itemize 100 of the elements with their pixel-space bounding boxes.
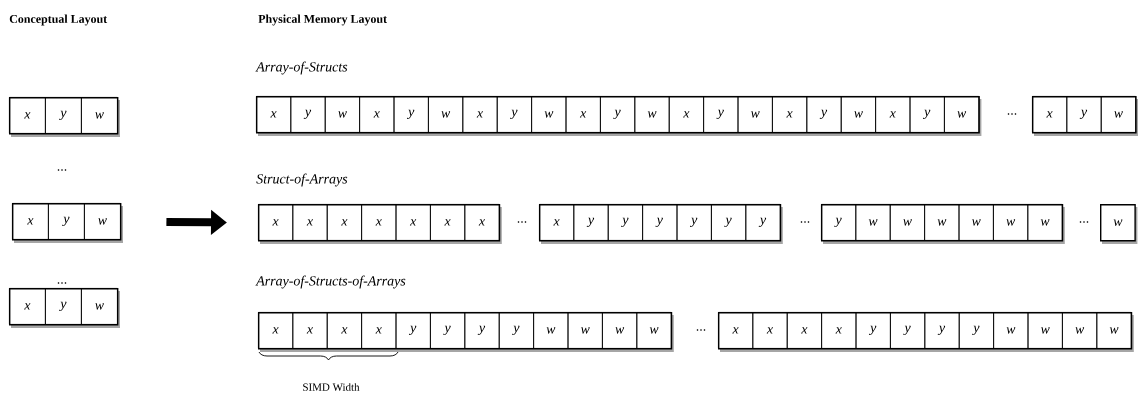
memory-cell: w [993, 312, 1029, 349]
ellipsis: ... [1007, 113, 1017, 115]
memory-cell: w [324, 96, 360, 133]
block-group [821, 204, 1065, 244]
memory-cell: w [1062, 312, 1098, 349]
ellipsis: ... [517, 221, 527, 223]
memory-cell: x [430, 204, 466, 241]
heading: Physical Memory Layout [258, 14, 387, 26]
block-group [12, 203, 123, 243]
memory-cell: w [567, 312, 603, 349]
memory-cell: w [924, 204, 960, 241]
memory-cell: x [9, 97, 46, 134]
ellipsis: ... [1079, 221, 1089, 223]
block-group [258, 312, 674, 352]
memory-cell: w [1100, 204, 1138, 244]
block-group [539, 204, 783, 244]
ellipsis: ... [800, 221, 810, 223]
memory-cell: y [855, 312, 891, 349]
memory-cell: y [806, 96, 842, 133]
memory-cell: y [745, 204, 781, 241]
memory-cell: y [821, 204, 857, 241]
row-title: Array-of-Structs [255, 61, 348, 75]
memory-cell: y [395, 312, 431, 349]
memory-cell: y [573, 204, 609, 241]
memory-cell: y [290, 96, 326, 133]
memory-cell: x [258, 204, 294, 241]
memory-cell: w [958, 204, 994, 241]
memory-cell: x [9, 288, 46, 325]
row-title: Array-of-Structs-of-Arrays [255, 275, 406, 289]
ellipsis: ... [57, 169, 67, 171]
memory-cell: w [944, 96, 980, 133]
memory-cell: y [45, 97, 82, 134]
memory-cell: w [428, 96, 464, 133]
memory-cell: y [703, 96, 739, 133]
memory-cell: x [786, 312, 822, 349]
block-group [1032, 96, 1138, 136]
memory-cell: x [292, 312, 328, 349]
memory-cell: w [1027, 312, 1063, 349]
memory-cell: w [1100, 96, 1136, 133]
memory-cell: y [909, 96, 945, 133]
memory-cell: w [84, 203, 121, 240]
memory-cell: x [821, 312, 857, 349]
memory-cell: w [889, 204, 925, 241]
memory-cell: x [718, 312, 754, 349]
memory-cell: w [993, 204, 1029, 241]
memory-cell: w [81, 288, 118, 325]
memory-cell: x [668, 96, 704, 133]
memory-cell: y [958, 312, 994, 349]
memory-cell: w [531, 96, 567, 133]
memory-cell: y [676, 204, 712, 241]
memory-cell: x [464, 204, 500, 241]
memory-cell: x [462, 96, 498, 133]
memory-cell: x [395, 204, 431, 241]
memory-cell: y [464, 312, 500, 349]
memory-cell: x [256, 96, 292, 133]
memory-cell: w [1096, 312, 1132, 349]
memory-cell: x [361, 204, 397, 241]
memory-cell: x [326, 312, 362, 349]
memory-cell: x [539, 204, 575, 241]
memory-cell: y [711, 204, 747, 241]
memory-cell: w [81, 97, 118, 134]
memory-cell: x [292, 204, 328, 241]
memory-cell: w [533, 312, 569, 349]
memory-cell: x [875, 96, 911, 133]
memory-cell: x [1032, 96, 1068, 133]
memory-cell: x [361, 312, 397, 349]
heading: Conceptual Layout [9, 14, 108, 26]
memory-cell: y [642, 204, 678, 241]
memory-cell: w [737, 96, 773, 133]
memory-cell: w [634, 96, 670, 133]
block-group [9, 288, 120, 328]
memory-cell: y [45, 288, 82, 325]
memory-cell: y [496, 96, 532, 133]
memory-cell: x [12, 203, 49, 240]
memory-cell: x [752, 312, 788, 349]
memory-cell: x [359, 96, 395, 133]
memory-cell: y [890, 312, 926, 349]
memory-cell: w [636, 312, 672, 349]
memory-cell: y [48, 203, 85, 240]
memory-cell: w [602, 312, 638, 349]
block-group [258, 204, 502, 244]
memory-cell: x [326, 204, 362, 241]
ellipsis: ... [696, 329, 706, 331]
memory-cell: y [924, 312, 960, 349]
block-group [256, 96, 982, 136]
ellipsis: ... [57, 282, 67, 284]
memory-cell: x [258, 312, 294, 349]
memory-cell: w [840, 96, 876, 133]
row-title: Struct-of-Arrays [256, 173, 348, 187]
memory-cell: w [855, 204, 891, 241]
block-group [9, 97, 120, 137]
memory-cell: y [498, 312, 534, 349]
memory-cell: y [393, 96, 429, 133]
memory-cell: w [1027, 204, 1063, 241]
block-group [718, 312, 1134, 352]
memory-cell: y [600, 96, 636, 133]
memory-cell: x [772, 96, 808, 133]
memory-cell: y [430, 312, 466, 349]
memory-cell: y [1066, 96, 1102, 133]
memory-cell: x [565, 96, 601, 133]
